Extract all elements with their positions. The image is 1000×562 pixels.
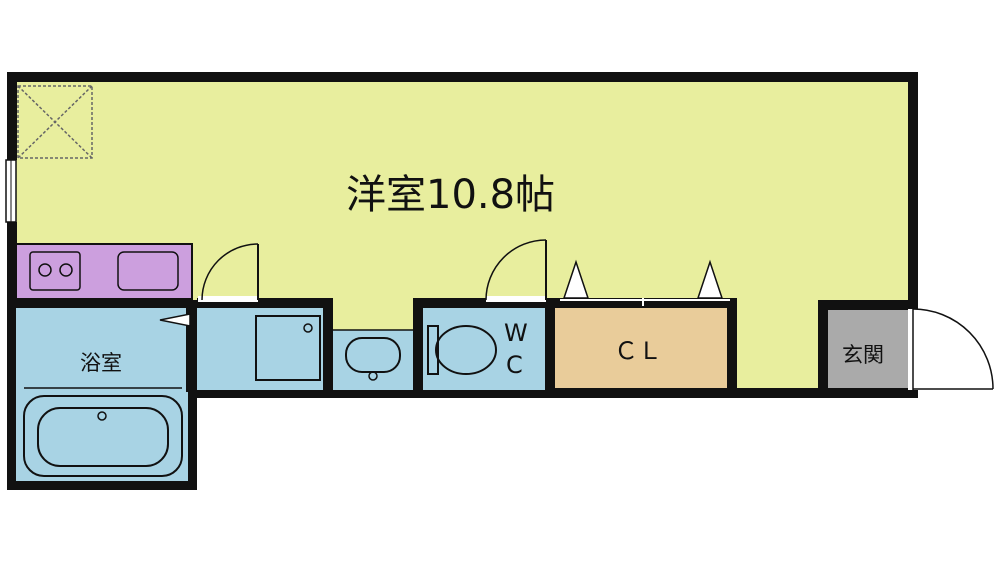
wc-room: W C — [413, 239, 555, 392]
closet: ＣＬ — [553, 259, 737, 392]
left-window — [5, 159, 17, 223]
door-washroom — [198, 243, 259, 302]
bathtub-icon — [23, 395, 183, 477]
sink-icon — [117, 251, 179, 291]
washing-machine-icon — [255, 315, 321, 381]
bathroom — [7, 300, 197, 481]
storage-hatch — [17, 85, 93, 159]
wc-label-c: C — [506, 351, 523, 379]
basin-area — [333, 329, 413, 390]
toilet-tank-icon — [427, 325, 439, 375]
washroom — [197, 298, 333, 392]
outer-walls — [7, 72, 918, 490]
western-room-label: 洋室10.8帖 — [346, 172, 555, 218]
closet-door-icon — [562, 259, 590, 299]
entrance-label: 玄関 — [842, 343, 884, 367]
entrance: 玄関 — [818, 300, 994, 392]
faucet-icon — [159, 313, 191, 327]
closet-door-icon — [696, 259, 724, 299]
closet-label: ＣＬ — [614, 337, 662, 365]
wc-label-w: W — [504, 319, 528, 347]
stove-burner-icon — [38, 263, 52, 277]
toilet-icon — [435, 325, 497, 375]
kitchen-counter — [15, 243, 193, 300]
bathroom-label: 浴室 — [80, 351, 122, 375]
stove-burner-icon — [59, 263, 73, 277]
entrance-door-swing — [912, 308, 994, 390]
